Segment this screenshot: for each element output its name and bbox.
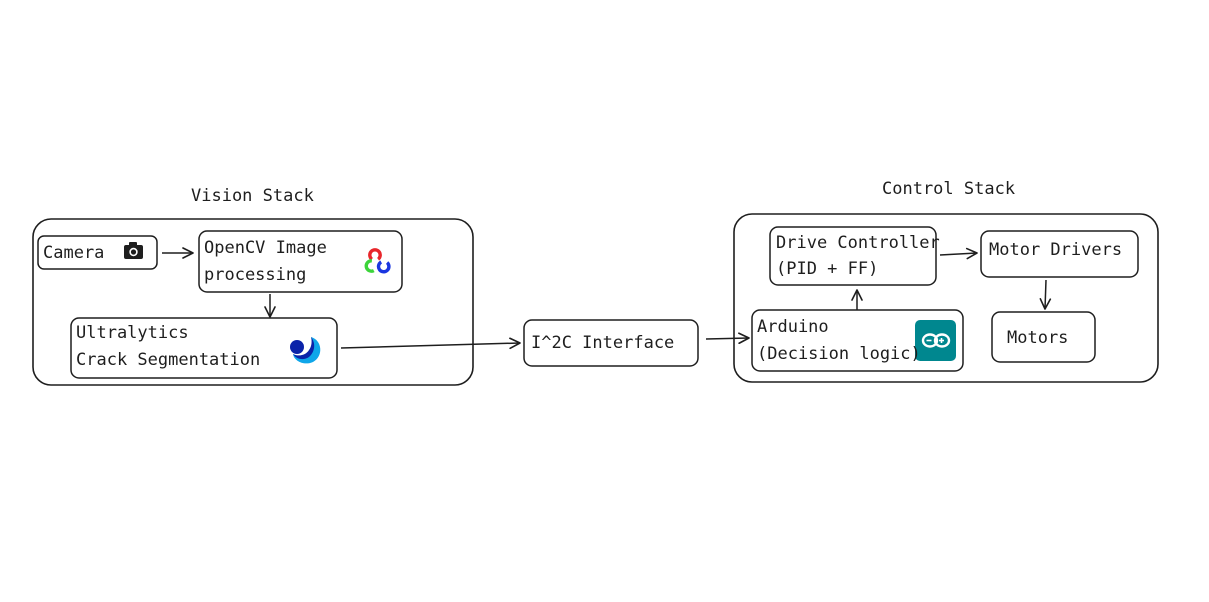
motor-drivers-label: Motor Drivers	[989, 240, 1123, 260]
camera-icon	[124, 242, 143, 259]
arrow-i2c-to-arduino	[705, 332, 750, 345]
opencv-logo-icon	[364, 248, 391, 274]
arrow-motor-drivers-to-motors	[1039, 279, 1052, 310]
camera-node[interactable]	[37, 235, 158, 270]
motors-label: Motors	[1007, 328, 1069, 348]
motor-drivers-node[interactable]	[980, 230, 1139, 278]
vision-stack-container[interactable]	[32, 218, 474, 386]
arduino-label-line2: (Decision logic)	[757, 344, 921, 364]
drive-controller-label-line2: (PID + FF)	[776, 259, 879, 279]
vision-stack-title: Vision Stack	[191, 186, 314, 206]
opencv-label-line1: OpenCV Image	[204, 238, 327, 258]
ultralytics-label-line2: Crack Segmentation	[76, 350, 261, 370]
drive-controller-label-line1: Drive Controller	[776, 233, 940, 253]
arduino-label-line1: Arduino	[757, 317, 829, 337]
arduino-logo-icon	[915, 320, 956, 361]
drive-controller-node[interactable]	[769, 226, 937, 286]
ultralytics-label-line1: Ultralytics	[76, 323, 189, 343]
arrow-drive-controller-to-motor-drivers	[939, 247, 978, 260]
i2c-interface-node[interactable]	[523, 319, 699, 367]
arrow-ultralytics-to-i2c	[340, 337, 521, 350]
ultralytics-node[interactable]	[70, 317, 338, 379]
opencv-label-line2: processing	[204, 265, 307, 285]
ultralytics-logo-icon	[290, 337, 321, 364]
motors-node[interactable]	[991, 311, 1096, 363]
camera-label: Camera	[43, 243, 105, 263]
control-stack-title: Control Stack	[882, 179, 1016, 199]
control-stack-container[interactable]	[733, 213, 1159, 383]
i2c-interface-label: I^2C Interface	[531, 333, 675, 353]
opencv-node[interactable]	[198, 230, 403, 293]
